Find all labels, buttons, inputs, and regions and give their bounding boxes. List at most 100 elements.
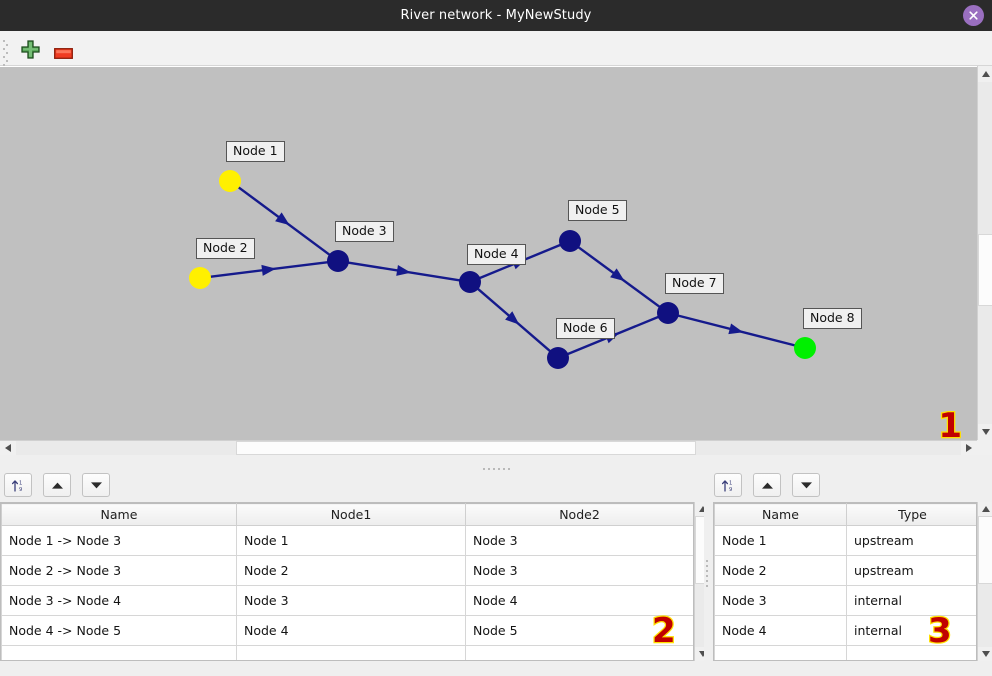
graph-vscroll-thumb[interactable] bbox=[978, 234, 992, 306]
column-header[interactable]: Type bbox=[846, 503, 976, 526]
close-icon[interactable] bbox=[963, 5, 984, 26]
table-cell[interactable]: Node 3 -> Node 4 bbox=[1, 585, 237, 616]
table-cell[interactable]: Node 3 bbox=[465, 525, 693, 556]
toolbar-drag-handle[interactable] bbox=[3, 38, 8, 70]
nodes-toolbar: 1 9 bbox=[714, 473, 826, 499]
svg-text:9: 9 bbox=[729, 487, 732, 493]
graph-hscroll-thumb[interactable] bbox=[236, 441, 696, 455]
table-cell[interactable]: Node 1 bbox=[714, 525, 847, 556]
graph-node[interactable] bbox=[794, 337, 816, 359]
table-row-empty[interactable] bbox=[714, 645, 976, 660]
column-header[interactable]: Name bbox=[714, 503, 847, 526]
table-cell[interactable]: Node 2 -> Node 3 bbox=[1, 555, 237, 586]
table-cell[interactable] bbox=[714, 645, 847, 660]
graph-node[interactable] bbox=[459, 271, 481, 293]
table-cell[interactable]: upstream bbox=[846, 525, 976, 556]
add-plus-icon[interactable] bbox=[21, 40, 40, 59]
graph-node[interactable] bbox=[657, 302, 679, 324]
table-cell[interactable] bbox=[465, 645, 693, 660]
table-cell[interactable]: Node 2 bbox=[236, 555, 466, 586]
sort-icon[interactable]: 1 9 bbox=[714, 473, 742, 497]
arrow-up-icon[interactable] bbox=[753, 473, 782, 497]
nodes-scroll-up-button[interactable] bbox=[978, 502, 992, 516]
nodes-vertical-scrollbar[interactable] bbox=[977, 502, 992, 661]
svg-text:1: 1 bbox=[729, 480, 732, 486]
table-cell[interactable]: internal bbox=[846, 585, 976, 616]
graph-vertical-scrollbar[interactable] bbox=[977, 66, 992, 440]
graph-node[interactable] bbox=[547, 347, 569, 369]
graph-node-label[interactable]: Node 4 bbox=[467, 244, 526, 265]
delete-minus-icon[interactable] bbox=[54, 44, 73, 59]
graph-node-label[interactable]: Node 5 bbox=[568, 200, 627, 221]
graph-node[interactable] bbox=[219, 170, 241, 192]
panel-splitter-vertical[interactable] bbox=[704, 471, 710, 676]
graph-horizontal-scrollbar[interactable] bbox=[0, 440, 977, 455]
table-cell[interactable]: Node 5 bbox=[465, 615, 693, 646]
table-cell[interactable]: Node 4 bbox=[465, 585, 693, 616]
graph-node-label[interactable]: Node 8 bbox=[803, 308, 862, 329]
graph-scroll-down-button[interactable] bbox=[978, 424, 992, 440]
arrow-down-icon[interactable] bbox=[792, 473, 821, 497]
column-header[interactable]: Node2 bbox=[465, 503, 693, 526]
column-header[interactable]: Node1 bbox=[236, 503, 466, 526]
graph-node[interactable] bbox=[559, 230, 581, 252]
river-network-canvas[interactable]: Node 1 Node 2 Node 3 Node 4 Node 5 Node 6 Node… bbox=[0, 66, 992, 454]
table-cell[interactable] bbox=[846, 645, 976, 660]
nodes-scroll-down-button[interactable] bbox=[978, 647, 992, 661]
scrollbar-corner bbox=[977, 440, 992, 455]
table-cell[interactable]: Node 3 bbox=[236, 585, 466, 616]
table-cell[interactable]: upstream bbox=[846, 555, 976, 586]
panel-splitter-horizontal[interactable] bbox=[0, 465, 992, 473]
table-cell[interactable] bbox=[1, 645, 237, 660]
graph-node[interactable] bbox=[327, 250, 349, 272]
annotation-3: 3 bbox=[927, 610, 953, 653]
main-toolbar bbox=[0, 31, 992, 70]
graph-scroll-left-button[interactable] bbox=[0, 441, 16, 455]
column-header[interactable]: Name bbox=[1, 503, 237, 526]
svg-text:1: 1 bbox=[19, 480, 22, 486]
graph-node-label[interactable]: Node 2 bbox=[196, 238, 255, 259]
nodes-vscroll-thumb[interactable] bbox=[978, 516, 992, 584]
table-cell[interactable]: Node 4 bbox=[236, 615, 466, 646]
table-cell[interactable]: Node 4 -> Node 5 bbox=[1, 615, 237, 646]
graph-node-label[interactable]: Node 6 bbox=[556, 318, 615, 339]
graph-node-label[interactable]: Node 1 bbox=[226, 141, 285, 162]
table-row-empty[interactable] bbox=[1, 645, 693, 660]
arrow-up-icon[interactable] bbox=[43, 473, 72, 497]
graph-scroll-up-button[interactable] bbox=[978, 66, 992, 82]
table-cell[interactable]: Node 3 bbox=[465, 555, 693, 586]
table-cell[interactable]: Node 4 bbox=[714, 615, 847, 646]
graph-scroll-right-button[interactable] bbox=[961, 441, 977, 455]
table-cell[interactable]: Node 1 bbox=[236, 525, 466, 556]
graph-node-label[interactable]: Node 3 bbox=[335, 221, 394, 242]
table-cell[interactable]: Node 2 bbox=[714, 555, 847, 586]
table-cell[interactable]: Node 1 -> Node 3 bbox=[1, 525, 237, 556]
table-cell[interactable] bbox=[236, 645, 466, 660]
graph-node[interactable] bbox=[189, 267, 211, 289]
sort-icon[interactable]: 1 9 bbox=[4, 473, 32, 497]
window-title: River network - MyNewStudy bbox=[400, 8, 592, 23]
table-cell[interactable]: internal bbox=[846, 615, 976, 646]
graph-edge-arrow bbox=[505, 311, 520, 325]
graph-edge-arrow bbox=[610, 268, 625, 282]
graph-edge-arrow bbox=[728, 323, 744, 335]
table-cell[interactable]: Node 3 bbox=[714, 585, 847, 616]
arrow-down-icon[interactable] bbox=[82, 473, 111, 497]
graph-node-label[interactable]: Node 7 bbox=[665, 273, 724, 294]
